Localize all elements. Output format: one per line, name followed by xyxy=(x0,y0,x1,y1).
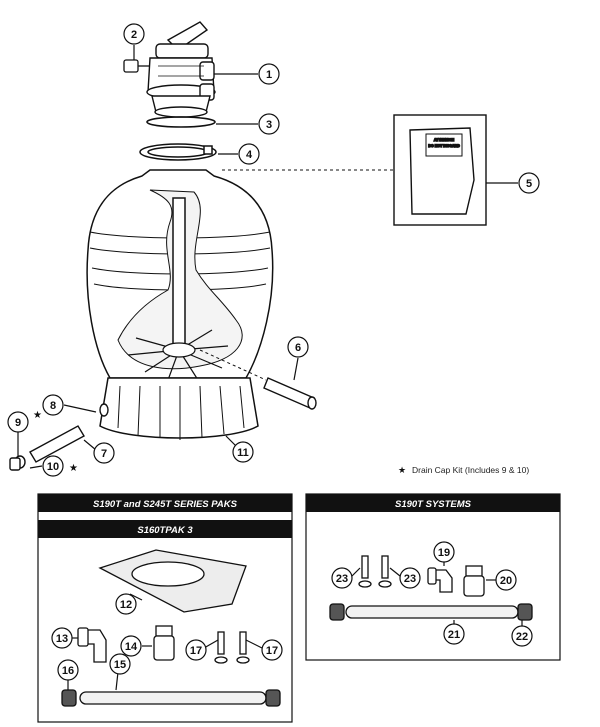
callout-numbers-right-box: 23 23 19 20 21 22 xyxy=(336,547,528,643)
callout-20: 20 xyxy=(500,575,512,587)
drain-assembly xyxy=(9,403,109,471)
callout-9: 9 xyxy=(15,417,21,429)
note-star: ★ xyxy=(398,465,406,475)
callout-21: 21 xyxy=(448,629,460,641)
callout-2: 2 xyxy=(131,29,137,41)
tank-clamp xyxy=(139,143,217,161)
callout-6: 6 xyxy=(295,342,301,354)
filter-tank xyxy=(86,169,274,381)
callout-15: 15 xyxy=(114,659,126,671)
callout-8: 8 xyxy=(50,400,56,412)
callout-7: 7 xyxy=(101,448,107,460)
callout-11: 11 xyxy=(237,447,249,459)
callout-22: 22 xyxy=(516,631,528,643)
callout-10: 10 xyxy=(47,461,59,473)
callout-23-left: 23 xyxy=(336,573,348,585)
callout-5: 5 xyxy=(526,178,532,190)
callouts-upper xyxy=(7,23,540,477)
callout-14: 14 xyxy=(125,641,138,653)
callouts-left-box xyxy=(51,593,283,691)
callout-3: 3 xyxy=(266,119,272,131)
callouts-right-box xyxy=(331,541,533,647)
series-pak-parts xyxy=(61,625,281,707)
series-paks-title: S190T and S245T SERIES PAKS xyxy=(93,499,238,510)
bulkhead-pipe xyxy=(263,377,317,410)
callout-numbers-upper: 1 2 3 4 5 6 7 8 9 10 11 ★ ★ xyxy=(15,29,532,474)
star-marker-10: ★ xyxy=(69,463,78,474)
callout-1: 1 xyxy=(266,69,272,81)
star-marker-9: ★ xyxy=(33,410,42,421)
valve-o-ring xyxy=(146,116,216,128)
callout-12: 12 xyxy=(120,599,132,611)
filter-base xyxy=(99,377,259,440)
callout-23-right: 23 xyxy=(404,573,416,585)
callout-17-left: 17 xyxy=(190,645,202,657)
callout-4: 4 xyxy=(246,149,253,161)
callout-numbers-left-box: 12 13 14 15 16 17 17 xyxy=(56,599,278,677)
tpak-title: S160TPAK 3 xyxy=(137,525,193,536)
sign-line-2: DO NOT DISCARD xyxy=(428,144,460,148)
systems-title: S190T SYSTEMS xyxy=(395,499,472,510)
drain-cap-kit-note: ★ Drain Cap Kit (Includes 9 & 10) xyxy=(398,465,529,475)
base-plate xyxy=(98,549,247,613)
series-paks-box: S190T and S245T SERIES PAKS S160TPAK 3 xyxy=(37,493,293,723)
lateral-assembly xyxy=(127,329,229,381)
callout-13: 13 xyxy=(56,633,68,645)
note-text: Drain Cap Kit (Includes 9 & 10) xyxy=(412,465,529,475)
pressure-gauge xyxy=(123,59,150,73)
warning-sign: ATTENTION DO NOT DISCARD xyxy=(393,114,487,226)
callout-16: 16 xyxy=(62,665,74,677)
systems-parts xyxy=(329,555,533,621)
sign-line-1: ATTENTION xyxy=(434,138,455,142)
callout-19: 19 xyxy=(438,547,450,559)
callout-17-right: 17 xyxy=(266,645,278,657)
multiport-valve xyxy=(146,21,216,118)
